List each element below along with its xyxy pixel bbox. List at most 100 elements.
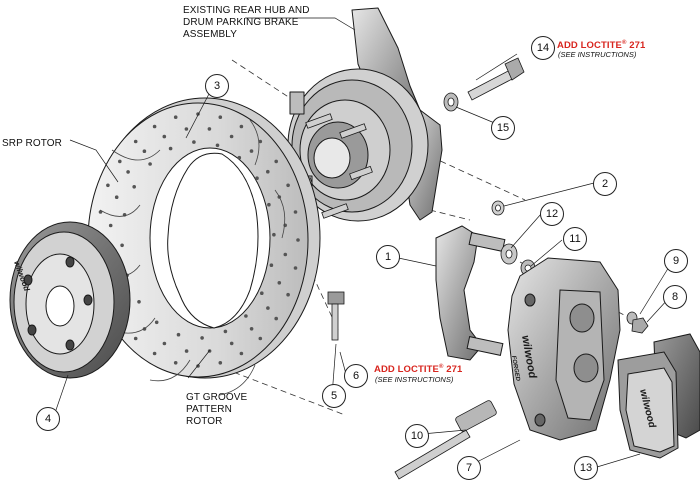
callout-14: 14 — [531, 36, 555, 60]
rotor-drill-hole — [176, 332, 181, 337]
rotor-drill-hole — [286, 183, 290, 188]
pads-13 — [617, 333, 700, 459]
rotor-drill-hole — [249, 149, 254, 153]
rotor-drill-hole — [255, 176, 259, 180]
rotor-drill-hole — [244, 314, 248, 318]
callout-4: 4 — [36, 407, 60, 431]
rotor-drill-hole — [108, 223, 113, 228]
callout-10: 10 — [405, 424, 429, 448]
rotor-drill-hole — [296, 238, 300, 242]
rotor-drill-hole — [148, 162, 152, 166]
rotor-hat-4 — [9, 221, 131, 379]
spacer-12 — [500, 243, 518, 265]
rotor-drill-hole — [142, 149, 147, 153]
rotor-drill-hole — [269, 263, 274, 268]
caliper-sub-mark: FORGED — [510, 355, 520, 382]
bolt-5 — [327, 291, 345, 341]
hub-backing-plate — [287, 7, 443, 222]
rotor-drill-hole — [239, 124, 244, 129]
loctite-mid-code: 271 — [446, 364, 463, 376]
loctite-top-instructions: (SEE INSTRUCTIONS) — [558, 50, 637, 59]
rotor-drill-hole — [260, 291, 264, 296]
rotor-drill-hole — [223, 329, 228, 334]
rotor-drill-hole — [162, 134, 167, 139]
loctite-note-top: ADD LOCTITE® 271 — [557, 38, 645, 51]
callout-11: 11 — [563, 227, 587, 251]
callout-2: 2 — [593, 172, 617, 196]
callout-13: 13 — [574, 456, 598, 480]
rotor-drill-hole — [173, 361, 178, 365]
rotor-drill-hole — [258, 139, 263, 144]
loctite-top-prefix: ADD LOCTITE — [557, 40, 622, 52]
rotor-drill-hole — [229, 134, 234, 139]
label-gt-groove-line2: PATTERN — [186, 404, 232, 415]
loctite-top-reg: ® — [621, 40, 627, 46]
rotor-drill-hole — [173, 115, 178, 119]
rotor-3 — [87, 97, 321, 379]
rotor-drill-hole — [120, 243, 124, 248]
rotor-drill-hole — [200, 336, 204, 340]
rotor-drill-hole — [133, 139, 138, 144]
bolt-14 — [467, 57, 525, 101]
rotor-drill-hole — [266, 169, 270, 174]
label-existing-hub-line2: DRUM PARKING BRAKE — [183, 17, 299, 28]
label-existing-hub-line1: EXISTING REAR HUB AND — [183, 5, 310, 16]
washer-15 — [443, 92, 459, 112]
rotor-drill-hole — [126, 170, 130, 174]
rotor-drill-hole — [184, 127, 189, 131]
rotor-drill-hole — [293, 266, 298, 270]
loctite-top-code: 271 — [629, 40, 646, 52]
rotor-drill-hole — [237, 155, 242, 160]
callout-8: 8 — [663, 285, 687, 309]
rotor-drill-hole — [239, 351, 244, 356]
rotor-drill-hole — [277, 281, 282, 285]
rotor-drill-hole — [132, 185, 136, 189]
callout-9: 9 — [664, 249, 688, 273]
rotor-drill-hole — [152, 124, 157, 129]
rotor-drill-hole — [274, 316, 279, 321]
rotor-drill-hole — [283, 223, 288, 228]
callout-7: 7 — [457, 456, 481, 480]
callout-15: 15 — [491, 116, 515, 140]
rotor-drill-hole — [192, 140, 196, 144]
caliper-7 — [507, 257, 621, 441]
loctite-mid-prefix: ADD LOCTITE — [374, 364, 439, 376]
rotor-drill-hole — [258, 336, 263, 341]
callout-6: 6 — [344, 364, 368, 388]
label-srp-rotor: SRP ROTOR — [2, 138, 62, 149]
rotor-drill-hole — [229, 341, 234, 346]
rotor-drill-hole — [162, 341, 167, 346]
rotor-drill-hole — [152, 351, 157, 356]
pin-10 — [394, 400, 497, 480]
rotor-drill-hole — [218, 115, 223, 119]
label-gt-groove-line1: GT GROOVE — [186, 392, 248, 403]
loctite-note-mid: ADD LOCTITE® 271 — [374, 362, 462, 375]
callout-1: 1 — [376, 245, 400, 269]
washer-2 — [491, 200, 505, 216]
rotor-drill-hole — [293, 210, 298, 214]
rotor-drill-hole — [106, 183, 110, 188]
rotor-drill-hole — [184, 349, 189, 353]
rotor-drill-hole — [133, 336, 138, 341]
rotor-drill-hole — [215, 143, 220, 148]
rotor-drill-hole — [137, 300, 141, 304]
loctite-mid-reg: ® — [438, 364, 444, 370]
rotor-drill-hole — [218, 361, 223, 365]
loctite-mid-instructions: (SEE INSTRUCTIONS) — [375, 375, 454, 384]
rotor-drill-hole — [118, 159, 122, 164]
rotor-drill-hole — [272, 232, 276, 237]
bracket-1 — [435, 225, 506, 361]
rotor-drill-hole — [274, 159, 279, 164]
rotor-drill-hole — [154, 320, 159, 325]
rotor-drill-hole — [283, 252, 288, 257]
rotor-drill-hole — [207, 127, 212, 131]
label-gt-groove-line3: ROTOR — [186, 416, 223, 427]
nut-8 — [631, 317, 649, 334]
rotor-drill-hole — [267, 202, 271, 207]
rotor-drill-hole — [168, 146, 173, 151]
rotor-drill-hole — [266, 306, 270, 310]
callout-5: 5 — [322, 384, 346, 408]
rotor-drill-hole — [249, 327, 254, 331]
